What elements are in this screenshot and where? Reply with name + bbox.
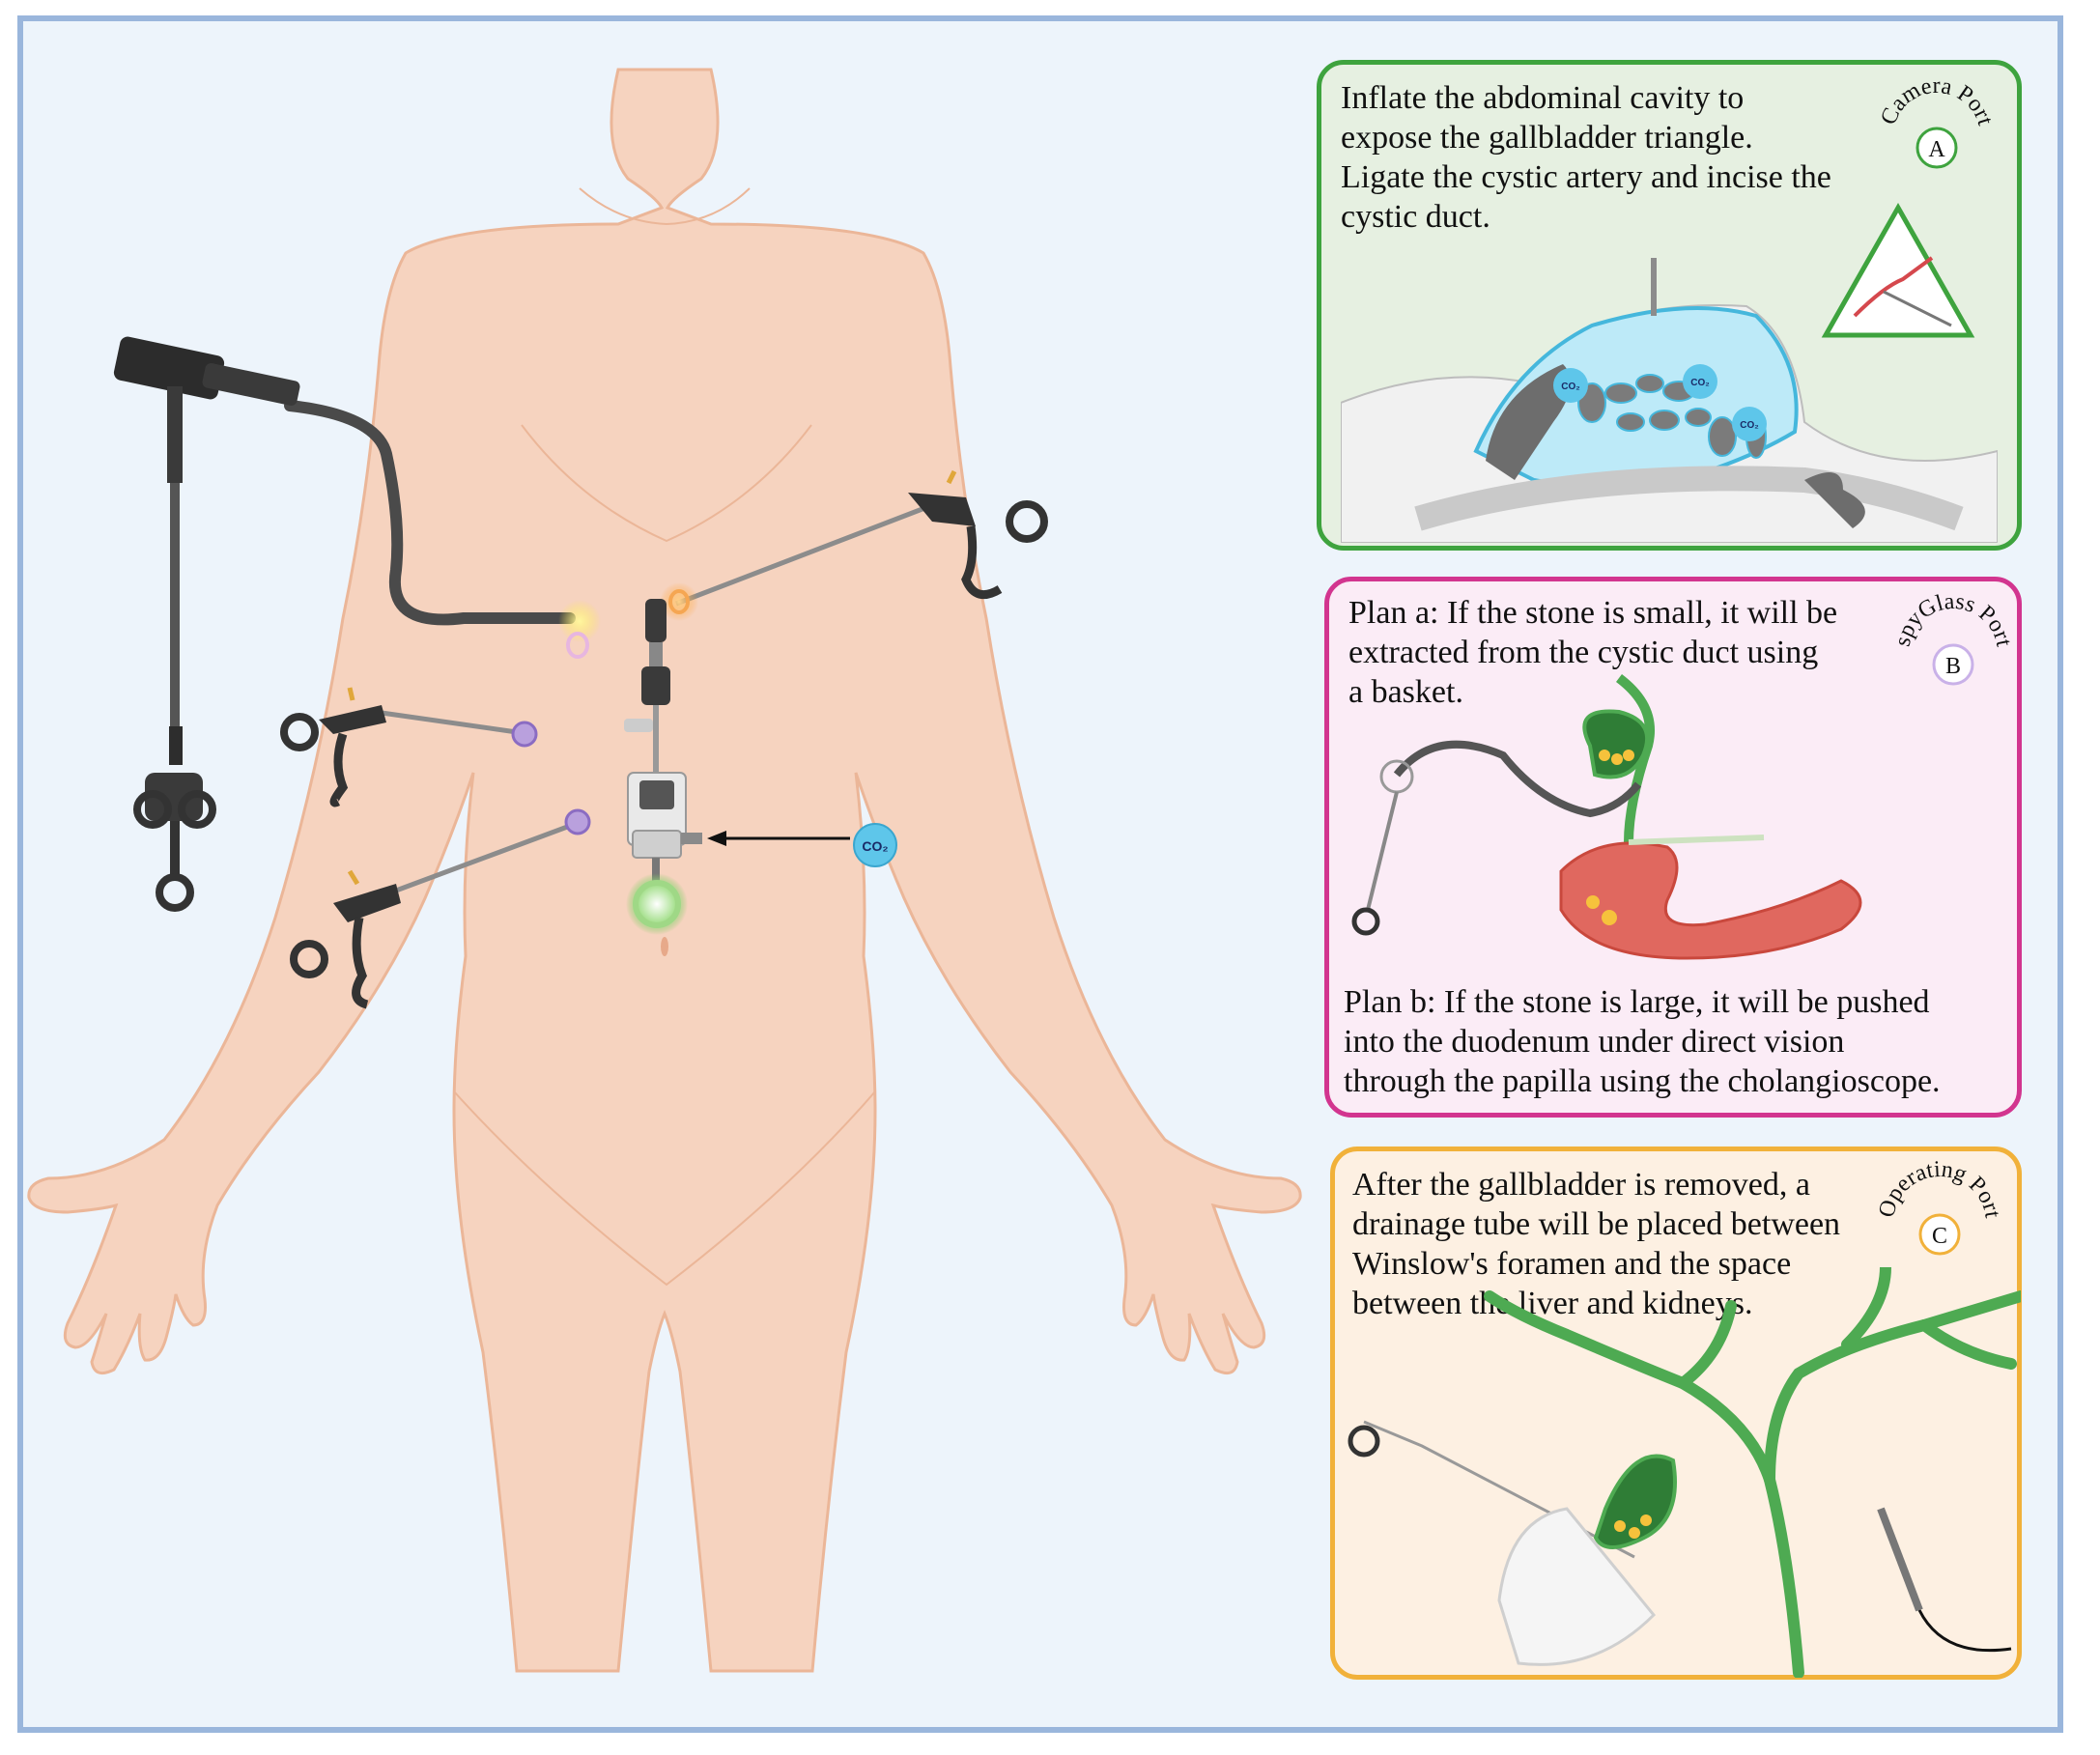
gallbladder-triangle-icon [1821, 202, 1975, 338]
stone-extraction-illustration [1351, 674, 1862, 960]
svg-text:Camera Port: Camera Port [1876, 73, 1998, 128]
grasper-left-lower-icon [290, 823, 571, 1009]
human-body [27, 68, 1302, 1673]
camera-port-badge: Camera Port A [1876, 73, 1998, 169]
camera-port-icon [566, 632, 589, 659]
grasper-right-icon [675, 469, 1048, 607]
co2-bubbles-panel-a: CO₂ CO₂ CO₂ [1553, 364, 1767, 441]
operating-port-label: Operating Port [1874, 1157, 2005, 1220]
camera-port-label: Camera Port [1876, 73, 1998, 128]
operating-port-letter: C [1932, 1224, 1947, 1249]
operating-port-glow [660, 582, 698, 621]
grasper-left-upper-icon [280, 687, 518, 807]
spyglass-port-badge: spyGlass Port B [1890, 589, 2017, 686]
spyglass-port-panel: Plan a: If the stone is small, it will b… [1324, 577, 2022, 1118]
operating-port-icon [668, 589, 690, 614]
camera-port-glow [558, 600, 601, 642]
camera-port-panel: Inflate the abdominal cavity to expose t… [1317, 60, 2022, 551]
spyglass-port-letter: B [1945, 654, 1961, 679]
abdominal-cross-section-illustration: CO₂ CO₂ CO₂ [1341, 258, 1998, 543]
svg-text:CO₂: CO₂ [1561, 382, 1579, 392]
co2-bubble-icon [853, 823, 897, 867]
camera-port-letter: A [1928, 137, 1945, 162]
left-port-upper-icon [511, 721, 538, 748]
drainage-illustration [1348, 1267, 2021, 1678]
operating-port-text: After the gallbladder is removed, a drai… [1352, 1167, 1841, 1321]
camera-port-text: Inflate the abdominal cavity to expose t… [1341, 80, 1831, 235]
operating-port-panel: After the gallbladder is removed, a drai… [1330, 1146, 2022, 1680]
left-port-lower-icon [564, 808, 591, 835]
spyglass-port-icon [633, 880, 681, 928]
operating-port-badge: Operating Port C [1874, 1157, 2005, 1256]
co2-arrow-head-icon [707, 831, 726, 846]
svg-text:CO₂: CO₂ [1740, 420, 1758, 431]
spyglass-port-label: spyGlass Port [1890, 589, 2017, 649]
svg-text:spyGlass Port: spyGlass Port [1890, 589, 2017, 649]
laparoscope-camera-icon [113, 336, 576, 912]
svg-text:CO₂: CO₂ [1690, 378, 1709, 388]
co2-label: CO₂ [862, 838, 888, 854]
spyglass-port-device-icon [624, 599, 702, 903]
svg-text:Operating Port: Operating Port [1874, 1157, 2005, 1220]
plan-a-text: Plan a: If the stone is small, it will b… [1348, 595, 1838, 710]
plan-b-text: Plan b: If the stone is large, it will b… [1344, 984, 1941, 1099]
